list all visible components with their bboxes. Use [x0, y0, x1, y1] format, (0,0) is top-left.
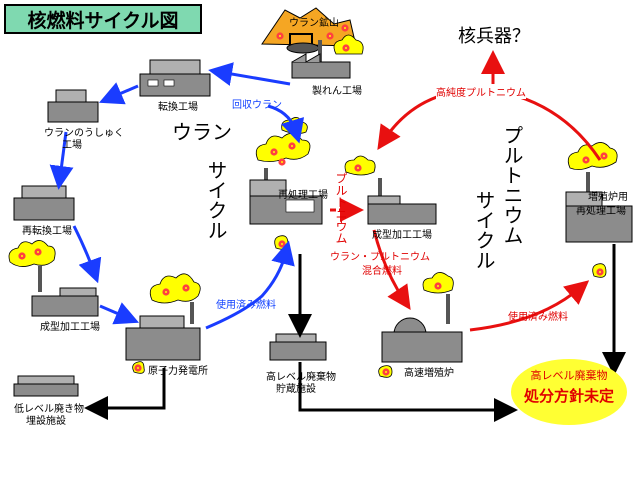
uranium-cycle-label-line2: サイクル	[204, 160, 228, 240]
llw-disposal-facility-icon	[13, 375, 79, 397]
enrichment-label-line2: 工場	[62, 140, 82, 151]
hlw-undecided-line1: 高レベル廃棄物	[530, 369, 608, 382]
page-title: 核燃料サイクル図	[4, 4, 202, 34]
hlw-undecided-line2: 処分方針未定	[523, 387, 614, 405]
plutonium-flow-label: プルトニウム	[334, 172, 348, 244]
enrichment-factory-icon	[47, 89, 99, 123]
llw-disposal-label-line2: 埋設施設	[26, 416, 66, 427]
recovered-uranium-label: 回収ウラン	[232, 100, 282, 111]
refining-factory-icon	[291, 40, 351, 79]
fabrication-label: 成型加工工場	[40, 322, 100, 333]
high-purity-pu-label: 高純度プルトニウム	[436, 84, 526, 99]
hlw-undecided-badge: 高レベル廃棄物 処分方針未定	[511, 359, 627, 425]
fbr-reactor-dome-icon	[378, 272, 463, 378]
spent-fuel-left-label: 使用済み燃料	[216, 300, 276, 311]
mox-fabrication-label: 成型加工工場	[372, 230, 432, 241]
mine-label: ウラン鉱山	[289, 18, 339, 29]
uranium-cycle-arrows	[49, 62, 305, 330]
llw-disposal-label-line1: 低レベル廃き物	[14, 404, 84, 415]
weapons-label: 核兵器？	[458, 26, 530, 47]
mox-flow-label-line2: 混合燃料	[362, 266, 402, 277]
uranium-cycle-label-line1: ウラン	[172, 120, 232, 144]
enrichment-label-line1: ウランのうしゅく	[44, 128, 124, 139]
refining-label: 製れん工場	[312, 86, 362, 97]
plutonium-cycle-label-line2: サイクル	[472, 190, 496, 270]
mine-radiation-cloud-icon	[333, 34, 364, 55]
reprocessing-label: 再処理工場	[278, 190, 328, 201]
hlw-storage-label-line2: 貯蔵施設	[276, 384, 316, 395]
fbr-reprocessing-plant-icon	[565, 142, 633, 278]
fbr-reprocessing-label-line1: 増殖炉用	[588, 192, 628, 203]
fbr-label: 高速増殖炉	[404, 368, 454, 379]
conversion-factory-icon	[139, 59, 211, 97]
npp-label: 原子力発電所	[148, 366, 208, 377]
plutonium-cycle-label-line1: プルトニウム	[500, 125, 524, 245]
reconversion-label: 再転換工場	[22, 226, 72, 237]
hlw-storage-label-line1: 高レベル廃棄物	[266, 372, 336, 383]
mox-flow-label-line1: ウラン・プルトニウム	[330, 252, 430, 263]
conversion-label: 転換工場	[158, 102, 198, 113]
hlw-storage-facility-icon	[269, 333, 327, 361]
fbr-reprocessing-label-line2: 再処理工場	[576, 206, 626, 217]
waste-flow-arrows	[84, 244, 626, 422]
reconversion-factory-icon	[13, 185, 75, 221]
nuclear-power-plant-icon	[125, 273, 201, 374]
mox-fabrication-factory-icon	[344, 155, 437, 225]
fabrication-factory-icon	[8, 240, 99, 317]
spent-fuel-right-label: 使用済み燃料	[508, 312, 568, 323]
